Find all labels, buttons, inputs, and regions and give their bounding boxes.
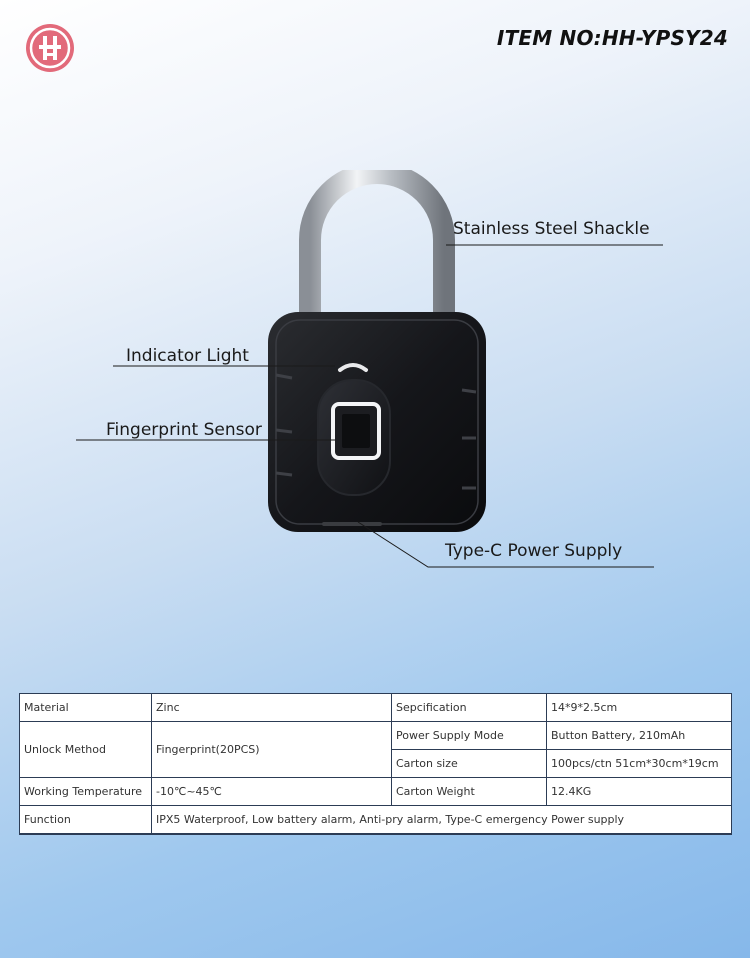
spec-label-temperature: Working Temperature xyxy=(19,777,152,806)
spec-label-carton-size: Carton size xyxy=(391,749,547,778)
spec-value-specification: 14*9*2.5cm xyxy=(546,693,732,722)
spec-label-function: Function xyxy=(19,805,152,835)
brand-logo-icon xyxy=(26,24,74,72)
table-row: Working Temperature -10℃~45℃ Carton Weig… xyxy=(19,777,732,806)
table-row: Material Zinc Sepcification 14*9*2.5cm xyxy=(19,693,732,722)
spec-label-material: Material xyxy=(19,693,152,722)
callout-shackle: Stainless Steel Shackle xyxy=(453,219,650,239)
spec-value-power: Button Battery, 210mAh xyxy=(546,721,732,750)
spec-value-material: Zinc xyxy=(151,693,392,722)
spec-value-unlock: Fingerprint(20PCS) xyxy=(151,721,392,778)
callout-typec-power: Type-C Power Supply xyxy=(445,541,623,561)
spec-label-unlock: Unlock Method xyxy=(19,721,152,778)
spec-label-power: Power Supply Mode xyxy=(391,721,547,750)
item-number: ITEM NO:HH-YPSY24 xyxy=(496,26,728,50)
table-row: Function IPX5 Waterproof, Low battery al… xyxy=(19,805,732,835)
spec-label-carton-weight: Carton Weight xyxy=(391,777,547,806)
table-row: Unlock Method Fingerprint(20PCS) Power S… xyxy=(19,721,732,778)
padlock-image xyxy=(268,170,486,532)
spec-label-specification: Sepcification xyxy=(391,693,547,722)
spec-value-carton-weight: 12.4KG xyxy=(546,777,732,806)
callout-indicator-light: Indicator Light xyxy=(126,346,249,366)
spec-value-carton-size: 100pcs/ctn 51cm*30cm*19cm xyxy=(546,749,732,778)
callout-fingerprint-sensor: Fingerprint Sensor xyxy=(106,420,262,440)
spec-table: Material Zinc Sepcification 14*9*2.5cm U… xyxy=(19,693,732,835)
spec-value-temperature: -10℃~45℃ xyxy=(151,777,392,806)
spec-value-function: IPX5 Waterproof, Low battery alarm, Anti… xyxy=(151,805,732,835)
